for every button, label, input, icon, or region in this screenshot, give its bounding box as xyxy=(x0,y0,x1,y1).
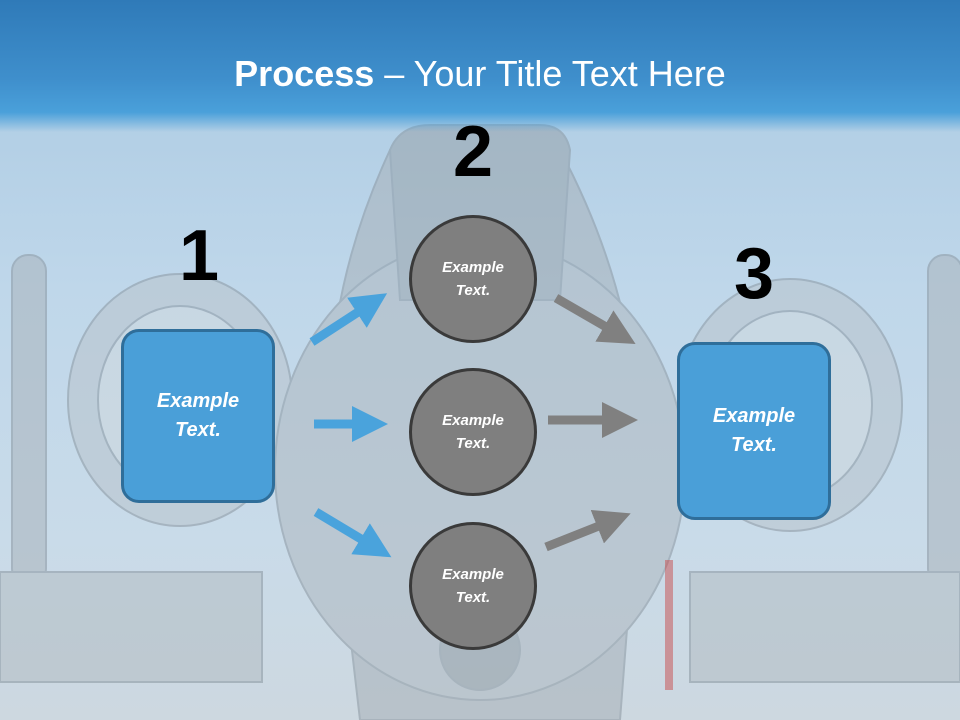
gray-arrows xyxy=(544,294,638,552)
title-bar xyxy=(0,0,960,132)
step-number-2: 2 xyxy=(452,112,494,192)
slide-title: Process – Your Title Text Here xyxy=(0,52,960,96)
circle-middle-text: Example Text. xyxy=(442,412,504,452)
arrow-down-right-icon xyxy=(553,294,636,345)
circle-middle[interactable]: Example Text. xyxy=(409,368,537,496)
step-number-3: 3 xyxy=(733,234,775,314)
step-3-text: Example Text. xyxy=(712,405,796,456)
step-3-box[interactable]: Example Text. xyxy=(677,342,831,520)
circle-bottom[interactable]: Example Text. xyxy=(409,522,537,650)
circle-top-text: Example Text. xyxy=(442,259,504,299)
circle-bottom-text: Example Text. xyxy=(442,566,504,606)
step-number-1: 1 xyxy=(178,216,220,296)
arrow-up-right-icon xyxy=(544,509,631,552)
title-rest: – Your Title Text Here xyxy=(374,53,726,94)
step-1-text: Example Text. xyxy=(156,390,240,441)
blue-arrows xyxy=(309,293,392,558)
arrow-up-right-icon xyxy=(309,293,388,346)
step-1-box[interactable]: Example Text. xyxy=(121,329,275,503)
title-bold: Process xyxy=(234,53,375,94)
arrow-down-right-icon xyxy=(313,508,392,558)
circle-top[interactable]: Example Text. xyxy=(409,215,537,343)
